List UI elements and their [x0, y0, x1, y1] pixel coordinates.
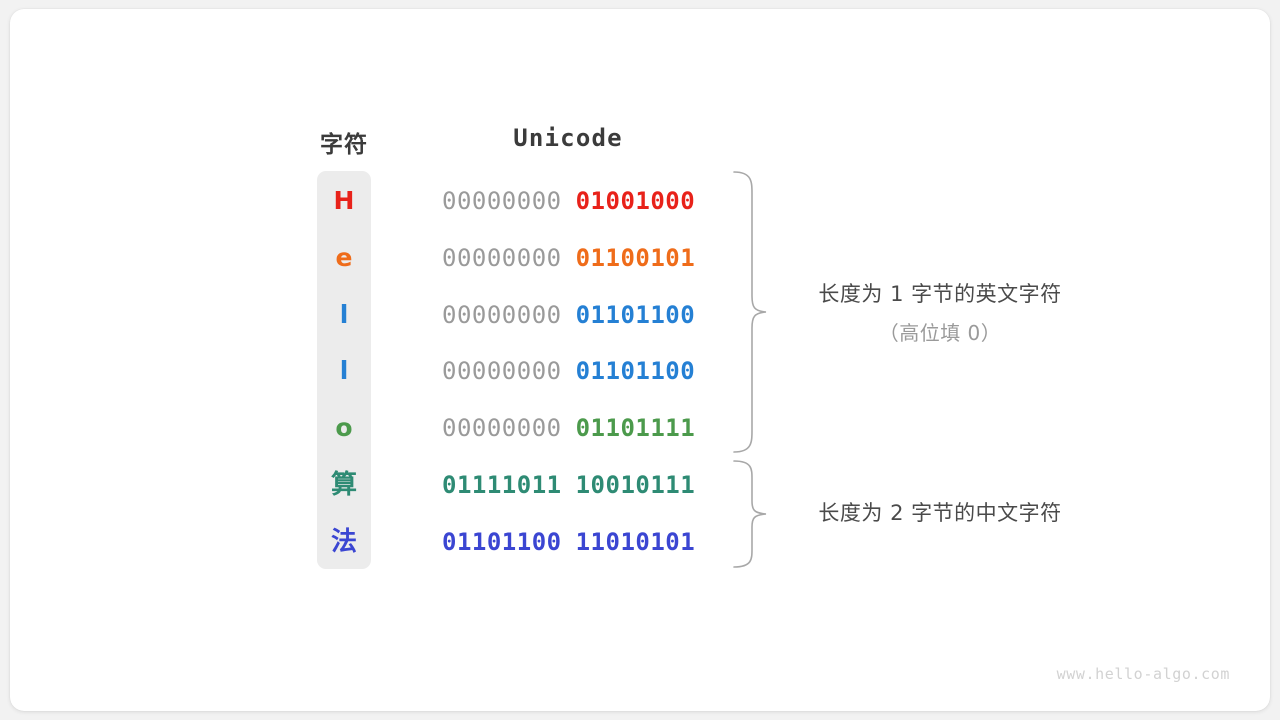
annotation-double-byte: 长度为 2 字节的中文字符 — [790, 497, 1090, 527]
binary-low-byte: 01101111 — [575, 414, 696, 442]
annotation-single-byte-main: 长度为 1 字节的英文字符 — [818, 282, 1062, 306]
binary-low-byte: 01001000 — [575, 187, 696, 215]
binary-high-byte: 01111011 — [442, 471, 562, 499]
character-cell: l — [339, 300, 349, 329]
binary-high-byte: 00000000 — [442, 301, 562, 329]
character-column-background — [317, 171, 371, 569]
character-cell: e — [335, 243, 353, 272]
character-cell: 法 — [330, 527, 357, 557]
binary-low-byte: 01100101 — [575, 244, 696, 272]
binary-low-byte: 01101100 — [575, 357, 696, 385]
annotation-single-byte-sub: （高位填 0） — [878, 321, 1002, 345]
binary-row: 00000000 01101100 — [442, 356, 742, 386]
binary-low-byte: 11010101 — [575, 528, 696, 556]
annotation-double-byte-main: 长度为 2 字节的中文字符 — [818, 501, 1062, 525]
annotation-single-byte: 长度为 1 字节的英文字符 （高位填 0） — [790, 278, 1090, 346]
character-cell: 算 — [330, 470, 357, 500]
binary-high-byte: 00000000 — [442, 187, 562, 215]
character-cell: l — [339, 356, 349, 385]
binary-row: 00000000 01001000 — [442, 186, 742, 216]
binary-high-byte: 00000000 — [442, 414, 562, 442]
column-header-character: 字符 — [320, 131, 368, 157]
binary-row: 01101100 11010101 — [442, 527, 742, 557]
figure-card: 字符 Unicode H 00000000 01001000 e 00000000 011… — [10, 9, 1270, 711]
brace-double-byte — [733, 460, 767, 568]
binary-row: 00000000 01101111 — [442, 413, 742, 443]
binary-row: 00000000 01100101 — [442, 243, 742, 273]
binary-high-byte: 00000000 — [442, 357, 562, 385]
watermark: www.hello-algo.com — [1056, 665, 1230, 683]
binary-high-byte: 01101100 — [442, 528, 562, 556]
binary-high-byte: 00000000 — [442, 244, 562, 272]
binary-low-byte: 10010111 — [575, 471, 696, 499]
character-cell: o — [335, 413, 353, 442]
binary-row: 00000000 01101100 — [442, 300, 742, 330]
character-cell: H — [333, 186, 355, 215]
brace-single-byte — [733, 171, 767, 453]
binary-row: 01111011 10010111 — [442, 470, 742, 500]
column-header-unicode: Unicode — [513, 124, 623, 152]
binary-low-byte: 01101100 — [575, 301, 696, 329]
